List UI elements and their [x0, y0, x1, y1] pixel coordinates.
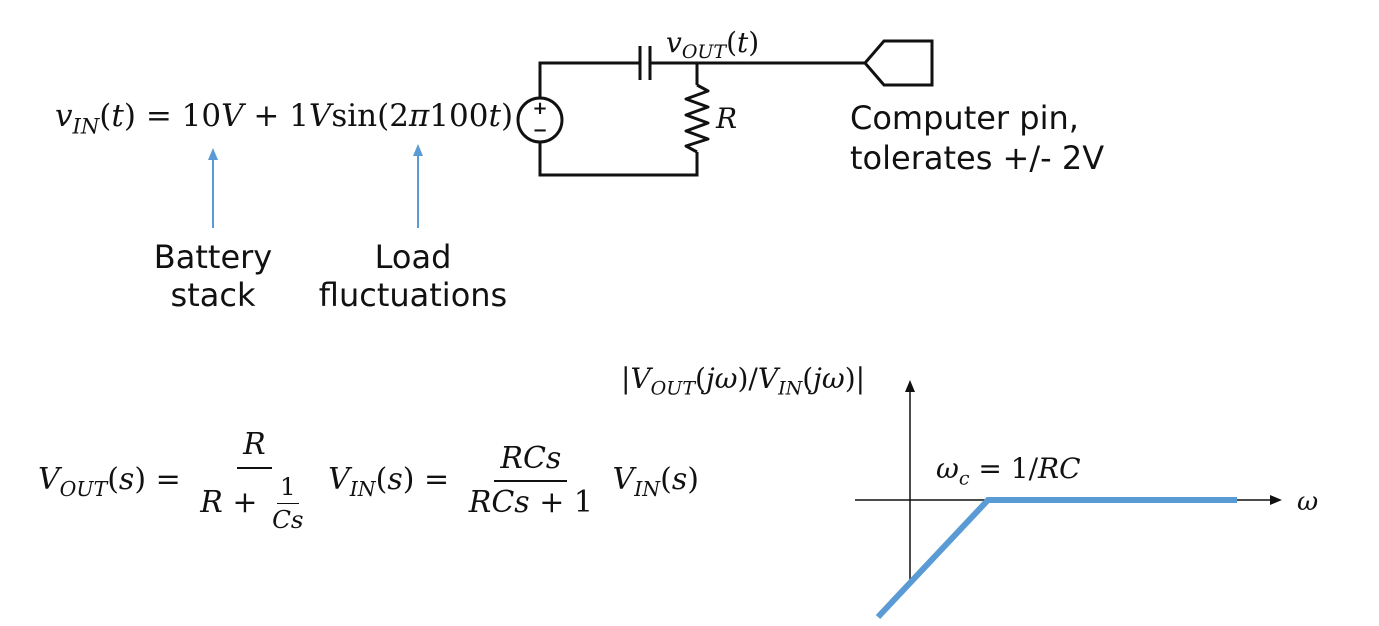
computer-pin-connector: [863, 39, 934, 87]
computer-label-line2: tolerates +/- 2V: [850, 139, 1105, 177]
battery-arrow: [208, 148, 218, 228]
computer-label-line1: Computer pin,: [850, 99, 1079, 137]
battery-label-line2: stack: [170, 276, 256, 314]
load-label-line1: Load: [374, 238, 452, 276]
circuit-wires: [538, 61, 865, 177]
omega-axis-label: ω: [1297, 487, 1318, 517]
vout-label: vOUT(t): [666, 26, 759, 63]
source-plus: +: [532, 98, 547, 119]
battery-label-line1: Battery: [153, 238, 273, 276]
computer-pin-label: Computer pin, tolerates +/- 2V: [850, 98, 1104, 178]
y-axis: [905, 380, 915, 580]
battery-stack-label: Battery stack: [145, 238, 281, 314]
corner-frequency-label: ωc = 1/RC: [936, 452, 1081, 490]
load-fluctuations-label: Load fluctuations: [310, 238, 516, 314]
source-minus: −: [532, 120, 547, 141]
vin-lhs: vIN(t): [55, 98, 136, 139]
resistor: R: [684, 83, 737, 154]
input-voltage-equation: vIN(t) = 10V + 1Vsin(2π100t): [55, 98, 514, 139]
vin-s-2: VIN(s): [612, 462, 699, 502]
highpass-fraction: RCs RCs + 1: [468, 440, 593, 521]
bode-plot: ω: [855, 380, 1318, 620]
capacitor: [638, 46, 652, 80]
load-label-line2: fluctuations: [318, 276, 508, 314]
magnitude-response-line: [875, 497, 1237, 620]
vin-rhs: = 10V + 1Vsin(2π100t): [145, 98, 514, 134]
bode-ylabel: |VOUT(jω)/VIN(jω)|: [621, 362, 866, 400]
resistor-label: R: [715, 102, 737, 135]
vin-s: VIN(s): [328, 462, 415, 502]
voltage-source: + −: [516, 96, 564, 144]
vout-s: VOUT(s): [38, 462, 147, 502]
load-arrow: [413, 144, 423, 228]
